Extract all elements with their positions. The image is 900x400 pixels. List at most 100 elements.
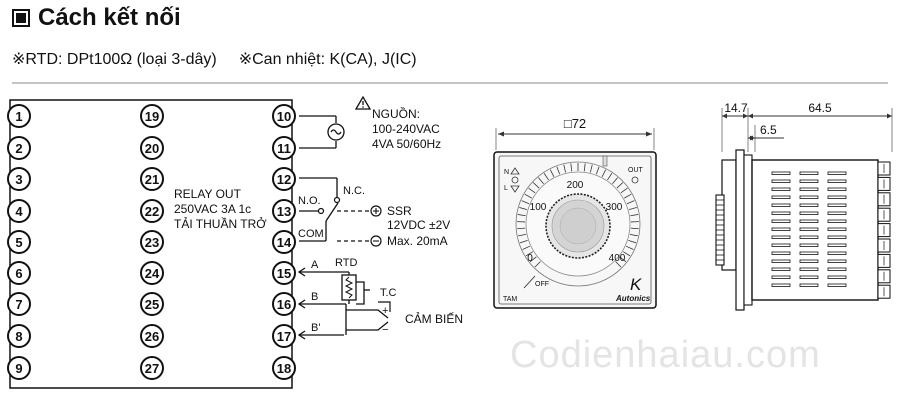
terminal-25: 25 (140, 292, 164, 316)
terminal-number: 2 (15, 141, 22, 156)
dial-tick-100: 100 (530, 202, 547, 213)
page-title: Cách kết nối (12, 4, 181, 32)
terminal-number: 19 (145, 109, 159, 124)
terminal-11: 11 (272, 136, 296, 160)
minus-label: − (382, 324, 388, 336)
up-triangle-icon (510, 167, 520, 175)
ssr-output-wiring: SSR 12VDC ±2V Max. 20mA (337, 204, 450, 248)
front-width-dimension: □72 (564, 116, 586, 131)
relay-contacts: N.O. N.C. COM (298, 177, 365, 242)
rtd-note: ※RTD: DPt100Ω (loại 3-dây) (12, 51, 217, 68)
terminal-number: 15 (277, 266, 291, 281)
rear-terminals (877, 161, 891, 299)
sensor-notes: ※RTD: DPt100Ω (loại 3-dây) ※Can nhiệt: K(… (12, 49, 417, 69)
terminal-14: 14 (272, 230, 296, 254)
terminal-number: 10 (277, 109, 291, 124)
terminal-number: 7 (15, 297, 22, 312)
terminal-2: 2 (7, 136, 31, 160)
relay-label-1: RELAY OUT (174, 187, 242, 201)
terminal-number: 1 (15, 109, 22, 124)
terminal-23: 23 (140, 230, 164, 254)
terminal-number: 27 (145, 361, 159, 376)
out-label: OUT (628, 167, 644, 174)
terminal-5: 5 (7, 230, 31, 254)
model-label: TAM (503, 296, 517, 303)
terminal-26: 26 (140, 324, 164, 348)
sensor-wiring: RTD A B B' T.C + − CẢM BIẾN (297, 257, 463, 340)
terminal-20: 20 (140, 136, 164, 160)
side-view: 14.7 64.5 6.5 (715, 101, 893, 311)
indicator-n-label: N (504, 169, 509, 176)
relay-label-3: TẢI THUẦN TRỞ (174, 216, 267, 231)
down-triangle-icon (510, 185, 520, 193)
terminal-number: 23 (145, 235, 159, 250)
terminal-number: 25 (145, 297, 159, 312)
knob-ridges (716, 199, 724, 261)
rtd-label: RTD (335, 257, 357, 269)
terminal-12: 12 (272, 167, 296, 191)
thermocouple-note: ※Can nhiệt: K(CA), J(IC) (238, 51, 417, 68)
indicator-l-label: L (504, 185, 508, 192)
terminal-number: 22 (145, 204, 159, 219)
terminals: 1234567891920212223242526271011121314151… (7, 104, 296, 380)
power-label-3: 4VA 50/60Hz (372, 137, 441, 151)
terminal-number: 21 (145, 172, 159, 187)
k-type-label: K (630, 275, 642, 294)
wire-bprime-label: B' (311, 322, 320, 334)
terminal-27: 27 (140, 356, 164, 380)
terminal-19: 19 (140, 104, 164, 128)
terminal-number: 24 (145, 266, 160, 281)
power-label-2: 100-240VAC (372, 122, 440, 136)
terminal-24: 24 (140, 261, 164, 285)
indicator-led-icon (511, 176, 519, 184)
terminal-8: 8 (7, 324, 31, 348)
terminal-21: 21 (140, 167, 164, 191)
front-view: □72 200 100 300 0 400 N L OUT OFF TAM K … (493, 116, 657, 309)
panel-thickness-dimension: 6.5 (760, 123, 777, 137)
dial-tick-300: 300 (606, 202, 623, 213)
wire-a-label: A (311, 259, 319, 271)
ssr-label-1: SSR (387, 204, 412, 218)
power-supply-wiring: NGUỒN: 100-240VAC 4VA 50/60Hz (299, 95, 441, 151)
wire-b-label: B (311, 291, 318, 303)
terminal-6: 6 (7, 261, 31, 285)
terminal-4: 4 (7, 199, 31, 223)
plus-label: + (382, 305, 388, 317)
terminal-9: 9 (7, 356, 31, 380)
page-title-text: Cách kết nối (38, 4, 181, 31)
warning-icon (354, 95, 372, 110)
dial-tick-0: 0 (527, 253, 533, 264)
ssr-label-3: Max. 20mA (387, 234, 448, 248)
terminal-7: 7 (7, 292, 31, 316)
terminal-number: 26 (145, 329, 159, 344)
dial-scale (517, 163, 639, 268)
off-label: OFF (535, 281, 549, 288)
depth-front-dimension: 14.7 (724, 101, 748, 115)
depth-body-dimension: 64.5 (808, 101, 832, 115)
terminal-number: 20 (145, 141, 159, 156)
com-label: COM (298, 228, 324, 240)
terminal-number: 11 (277, 141, 291, 156)
vent-slots (771, 171, 847, 287)
dial-tick-400: 400 (609, 253, 626, 264)
terminal-number: 4 (15, 204, 23, 219)
terminal-10: 10 (272, 104, 296, 128)
terminal-17: 17 (272, 324, 296, 348)
terminal-number: 13 (277, 204, 291, 219)
power-label-1: NGUỒN: (372, 106, 420, 121)
watermark: Codienhaiau.com (510, 334, 821, 376)
ssr-label-2: 12VDC ±2V (387, 218, 450, 232)
out-led-icon (631, 176, 639, 184)
terminal-1: 1 (7, 104, 31, 128)
nc-label: N.C. (343, 185, 365, 197)
terminal-number: 18 (277, 361, 291, 376)
terminal-16: 16 (272, 292, 296, 316)
no-label: N.O. (298, 195, 321, 207)
brand-logo: Autonics (615, 294, 651, 303)
terminal-18: 18 (272, 356, 296, 380)
terminal-13: 13 (272, 199, 296, 223)
terminal-number: 5 (15, 235, 22, 250)
terminal-22: 22 (140, 199, 164, 223)
terminal-number: 9 (15, 361, 22, 376)
